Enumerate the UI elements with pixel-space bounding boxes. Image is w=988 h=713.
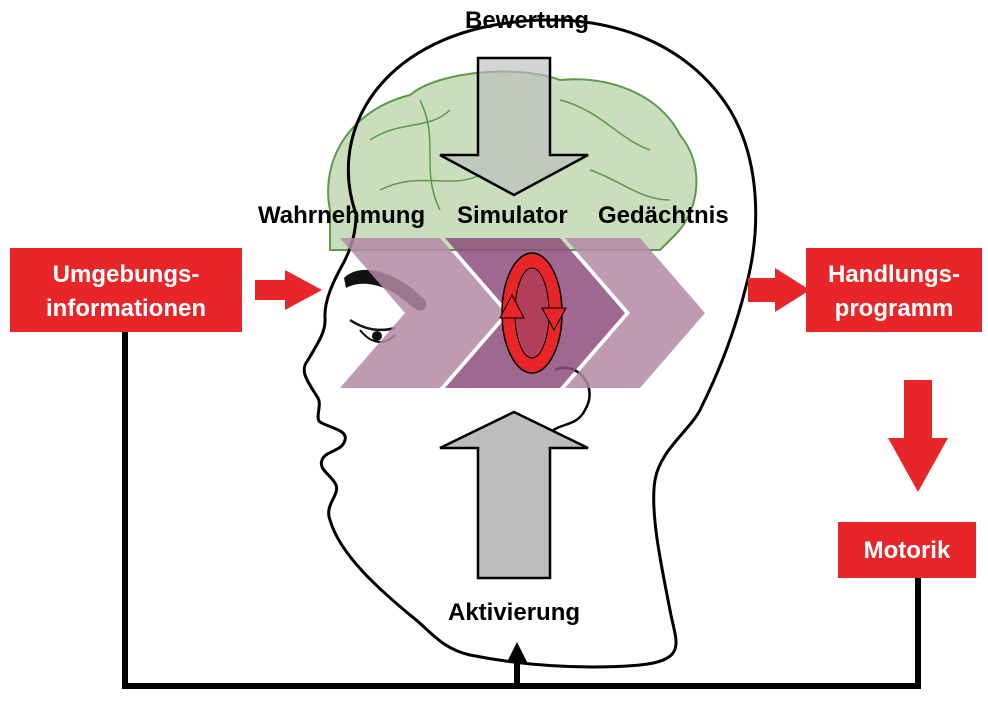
handlung-label-line2: programm [835,295,954,322]
feedback-arrowhead [507,642,527,662]
aktivierung-arrow [440,412,588,578]
output-arrow [748,268,810,312]
simulator-label: Simulator [457,202,568,229]
handlung-label-line1: Handlungs- [828,261,960,288]
gedaechtnis-label: Gedächtnis [598,202,729,229]
motorik-label: Motorik [864,537,951,564]
aktivierung-label: Aktivierung [448,599,580,626]
bewertung-label: Bewertung [465,7,589,34]
wahrnehmung-label: Wahrnehmung [258,202,425,229]
down-arrow [888,380,948,492]
umgebung-label-line2: informationen [46,295,206,322]
input-arrow [255,270,322,310]
umgebung-label-line1: Umgebungs- [53,261,200,288]
